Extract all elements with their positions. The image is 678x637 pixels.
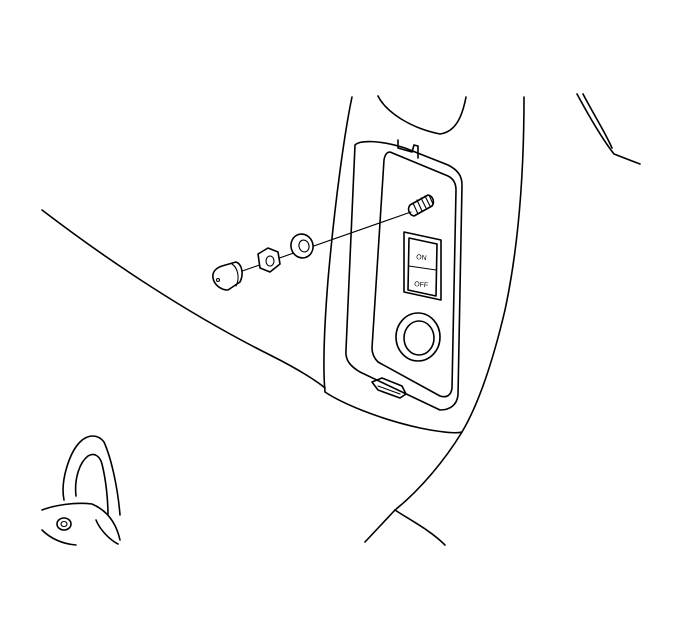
knob-cap (212, 261, 243, 291)
hex-nut (257, 247, 281, 273)
console-body (323, 93, 641, 546)
assembly-leader-line (227, 211, 412, 277)
switch-on-label: ON (416, 254, 427, 262)
tie-down-anchor (41, 435, 121, 546)
switch-off-label: OFF (414, 281, 429, 289)
rocker-switch (403, 231, 442, 301)
trim-panel-edge (41, 209, 326, 389)
threaded-stud (407, 194, 435, 217)
washer (290, 233, 314, 259)
switch-bezel (345, 139, 463, 411)
round-socket (395, 312, 441, 362)
